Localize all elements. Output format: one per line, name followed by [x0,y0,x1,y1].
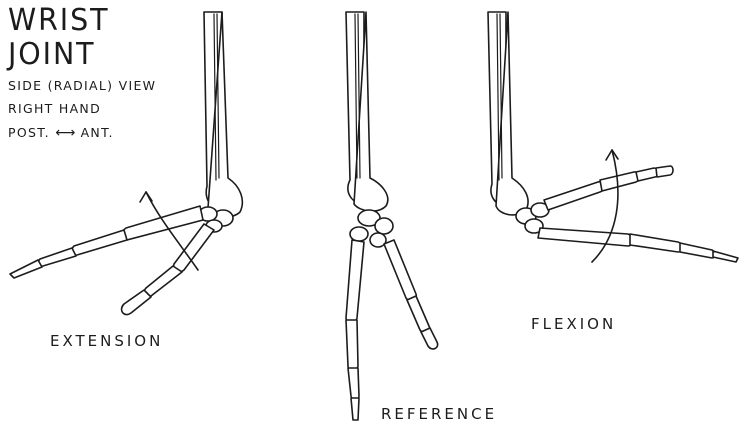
extension-middle-phalanx [39,248,76,266]
reference-thumb-phalanx [407,296,430,333]
reference-proximal-phalanx [346,320,358,371]
flexion-distal-phalanx [656,166,673,177]
extension-proximal-phalanx [72,230,127,255]
flexion-metacarpal [544,182,604,210]
extension-thumb-distal [122,290,151,315]
reference-middle-phalanx [348,368,359,401]
reference-distal-phalanx [351,398,359,420]
flexion-thumb-distal [713,251,738,262]
flexion-thumb-middle [680,243,715,258]
flexion-proximal-phalanx [600,172,639,191]
extension-figure [10,12,242,315]
reference-thumb-metacarpal [384,240,416,301]
flexion-figure [488,12,738,262]
extension-thumb-phalanx [144,266,182,296]
reference-thumb-distal [421,328,438,349]
extension-distal-phalanx [10,260,42,278]
reference-figure [346,12,438,420]
reference-metacarpal [346,240,364,323]
extension-metacarpal [122,206,203,240]
reference-carpal [375,218,393,234]
flexion-thumb-phalanx [630,234,683,252]
flexion-thumb-metacarpal [538,228,633,246]
flexion-middle-phalanx [636,168,658,181]
reference-carpal [350,227,368,241]
